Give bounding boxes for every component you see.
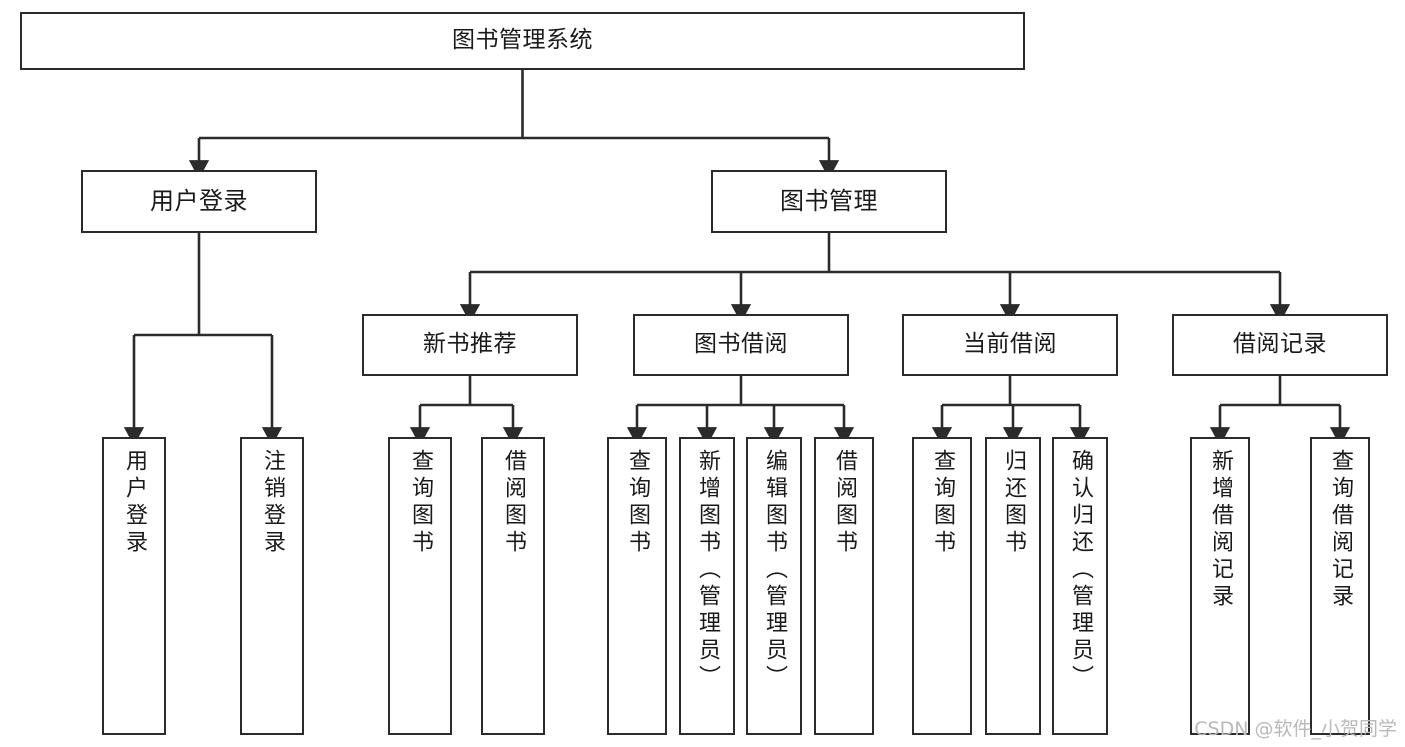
leaf-borrow-book-recommend-label: 借阅图书 — [501, 449, 526, 557]
leaf-logout-login[interactable]: 注销登录 — [240, 437, 304, 735]
node-book-management[interactable]: 图书管理 — [711, 170, 947, 233]
leaf-borrow-book-label: 借阅图书 — [832, 449, 857, 557]
node-root[interactable]: 图书管理系统 — [20, 12, 1025, 70]
node-user-login[interactable]: 用户登录 — [81, 170, 317, 233]
node-book-borrow[interactable]: 图书借阅 — [633, 314, 849, 376]
leaf-query-borrow-record[interactable]: 查询借阅记录 — [1310, 437, 1370, 735]
node-borrow-records[interactable]: 借阅记录 — [1172, 314, 1388, 376]
leaf-confirm-return-admin-label: 确认归还（管理员） — [1068, 449, 1093, 692]
leaf-borrow-book[interactable]: 借阅图书 — [814, 437, 874, 735]
node-current-borrow-label: 当前借阅 — [963, 331, 1057, 358]
leaf-return-book-label: 归还图书 — [1001, 449, 1026, 557]
leaf-user-login-label: 用户登录 — [122, 449, 147, 557]
leaf-query-book-recommend-label: 查询图书 — [408, 449, 433, 557]
leaf-query-book-borrow-label: 查询图书 — [625, 449, 650, 557]
leaf-edit-book-admin[interactable]: 编辑图书（管理员） — [746, 437, 802, 735]
leaf-edit-book-admin-label: 编辑图书（管理员） — [762, 449, 787, 692]
node-new-book-recommend-label: 新书推荐 — [423, 331, 517, 358]
node-current-borrow[interactable]: 当前借阅 — [902, 314, 1118, 376]
leaf-return-book[interactable]: 归还图书 — [985, 437, 1041, 735]
leaf-add-borrow-record-label: 新增借阅记录 — [1208, 449, 1233, 611]
leaf-query-book-current-label: 查询图书 — [930, 449, 955, 557]
leaf-borrow-book-recommend[interactable]: 借阅图书 — [481, 437, 545, 735]
leaf-confirm-return-admin[interactable]: 确认归还（管理员） — [1052, 437, 1108, 735]
leaf-user-login[interactable]: 用户登录 — [102, 437, 166, 735]
leaf-add-borrow-record[interactable]: 新增借阅记录 — [1190, 437, 1250, 735]
leaf-query-borrow-record-label: 查询借阅记录 — [1328, 449, 1353, 611]
leaf-add-book-admin[interactable]: 新增图书（管理员） — [679, 437, 735, 735]
node-user-login-label: 用户登录 — [150, 187, 248, 216]
leaf-query-book-borrow[interactable]: 查询图书 — [607, 437, 667, 735]
leaf-query-book-current[interactable]: 查询图书 — [912, 437, 972, 735]
leaf-query-book-recommend[interactable]: 查询图书 — [388, 437, 452, 735]
node-borrow-records-label: 借阅记录 — [1233, 331, 1327, 358]
leaf-add-book-admin-label: 新增图书（管理员） — [695, 449, 720, 692]
leaf-logout-login-label: 注销登录 — [260, 449, 285, 557]
node-new-book-recommend[interactable]: 新书推荐 — [362, 314, 578, 376]
node-book-borrow-label: 图书借阅 — [694, 331, 788, 358]
node-book-management-label: 图书管理 — [780, 187, 878, 216]
node-root-label: 图书管理系统 — [452, 27, 593, 54]
